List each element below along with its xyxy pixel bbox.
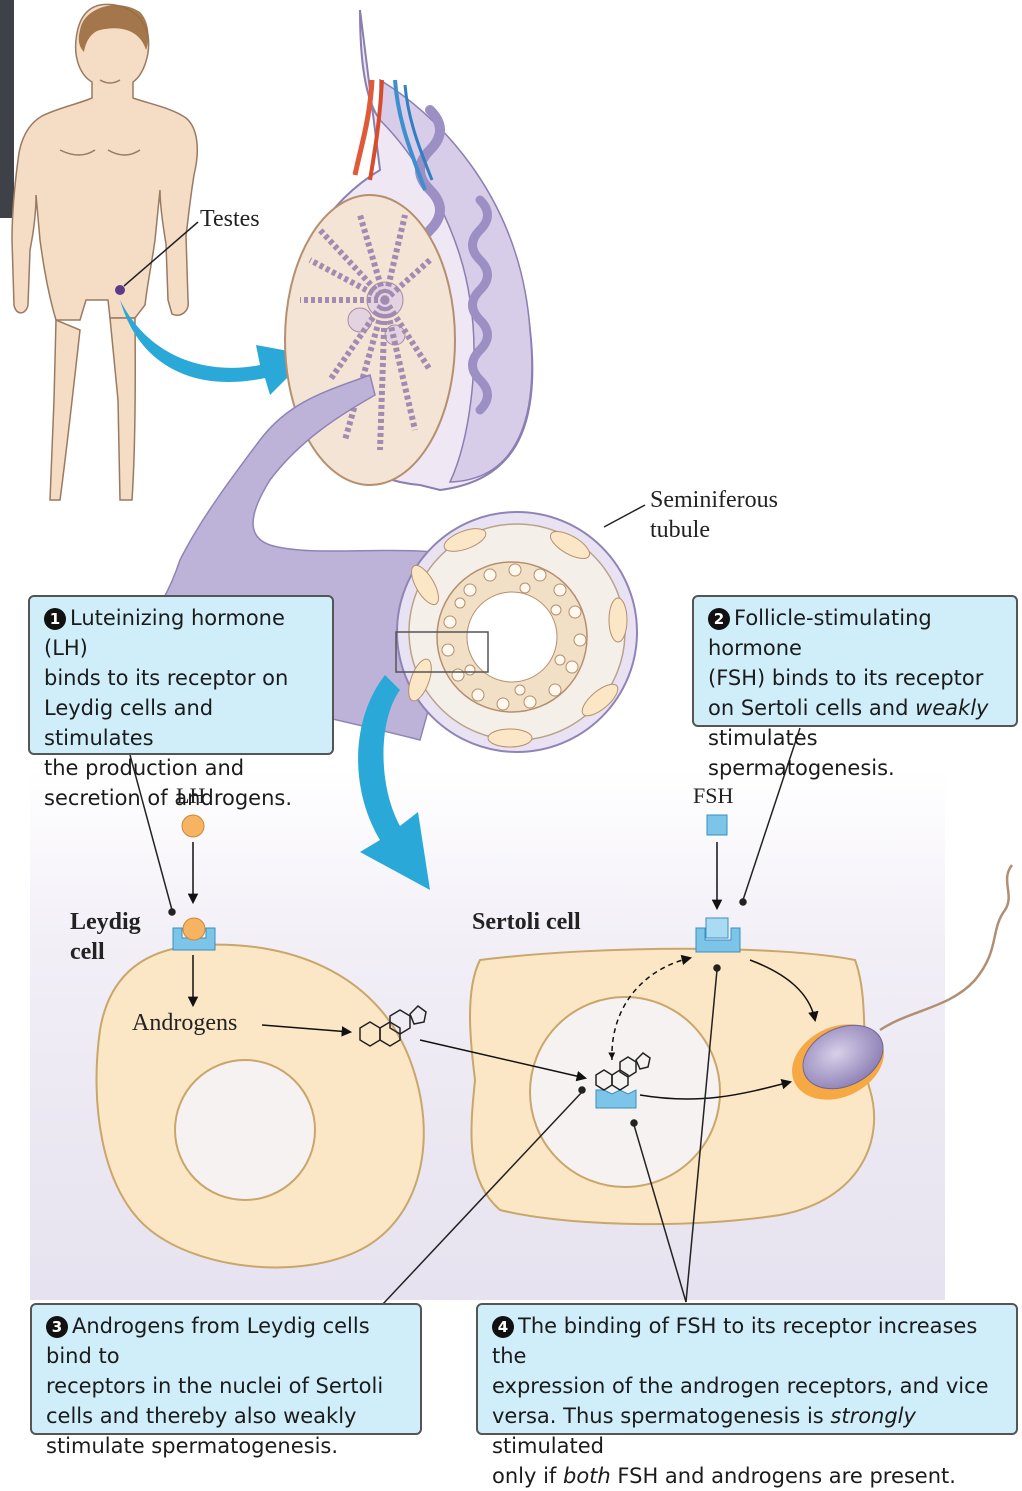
leydig-cell-label: Leydig cell bbox=[70, 907, 141, 967]
seminiferous-tubule-label: Seminiferous tubule bbox=[650, 485, 778, 545]
callout-4-text-1: The binding of FSH to its receptor incre… bbox=[492, 1314, 977, 1368]
corner-bar bbox=[0, 0, 14, 218]
callout-3-text-1: Androgens from Leydig cells bind to bbox=[46, 1314, 370, 1368]
step-number-2: 2 bbox=[708, 608, 730, 630]
tubule-cross-section bbox=[396, 505, 645, 752]
testes-label: Testes bbox=[200, 206, 260, 233]
fsh-label: FSH bbox=[693, 783, 733, 809]
step-number-1: 1 bbox=[44, 608, 66, 630]
callout-1-line4: the production and bbox=[44, 753, 322, 783]
callout-4-text-3b: stimulated bbox=[492, 1434, 604, 1458]
step-number-3: 3 bbox=[46, 1316, 68, 1338]
callout-2-line2: (FSH) binds to its receptor bbox=[708, 663, 1006, 693]
callout-1-line2: binds to its receptor on bbox=[44, 663, 322, 693]
callout-4-emphasis-both: both bbox=[563, 1464, 611, 1488]
callout-4-text-4b: FSH and androgens are present. bbox=[611, 1464, 956, 1488]
callout-4-text-4a: only if bbox=[492, 1464, 563, 1488]
callout-2-text-3: on Sertoli cells and bbox=[708, 696, 915, 720]
callout-4-line2: expression of the androgen receptors, an… bbox=[492, 1371, 1006, 1401]
seminiferous-label-line2: tubule bbox=[650, 515, 778, 545]
callout-3-line2: receptors in the nuclei of Sertoli bbox=[46, 1371, 410, 1401]
sertoli-cell-label: Sertoli cell bbox=[472, 907, 581, 937]
callout-3-line4: stimulate spermatogenesis. bbox=[46, 1431, 410, 1461]
lh-hormone-icon bbox=[182, 815, 204, 837]
callout-4-emphasis-strongly: strongly bbox=[830, 1404, 916, 1428]
zoom-arrow-1 bbox=[120, 300, 310, 395]
leydig-nucleus bbox=[175, 1060, 315, 1200]
testes-marker bbox=[115, 285, 125, 295]
callout-1-line3: Leydig cells and stimulates bbox=[44, 693, 322, 753]
callout-4-text-3a: versa. Thus spermatogenesis is bbox=[492, 1404, 830, 1428]
callout-2-line3: on Sertoli cells and weakly bbox=[708, 693, 1006, 723]
leydig-label-line1: Leydig bbox=[70, 907, 141, 937]
callout-1-line5: secretion of androgens. bbox=[44, 783, 322, 813]
human-figure-icon bbox=[12, 4, 197, 500]
callout-1-text-1: Luteinizing hormone (LH) bbox=[44, 606, 285, 660]
callout-4-line3: versa. Thus spermatogenesis is strongly … bbox=[492, 1401, 1006, 1461]
callout-2-text-1: Follicle-stimulating hormone bbox=[708, 606, 932, 660]
androgens-label: Androgens bbox=[132, 1010, 237, 1037]
fsh-hormone-icon bbox=[707, 815, 727, 835]
diagram-canvas: Testes Seminiferous tubule LH FSH Leydig… bbox=[0, 0, 1022, 1440]
step-number-4: 4 bbox=[492, 1316, 514, 1338]
seminiferous-label-line1: Seminiferous bbox=[650, 485, 778, 515]
callout-3-line3: cells and thereby also weakly bbox=[46, 1401, 410, 1431]
callout-2-line4: stimulates spermatogenesis. bbox=[708, 723, 1006, 783]
leydig-label-line2: cell bbox=[70, 937, 141, 967]
callout-4-line4: only if both FSH and androgens are prese… bbox=[492, 1461, 1006, 1491]
callout-2-emphasis: weakly bbox=[915, 696, 988, 720]
